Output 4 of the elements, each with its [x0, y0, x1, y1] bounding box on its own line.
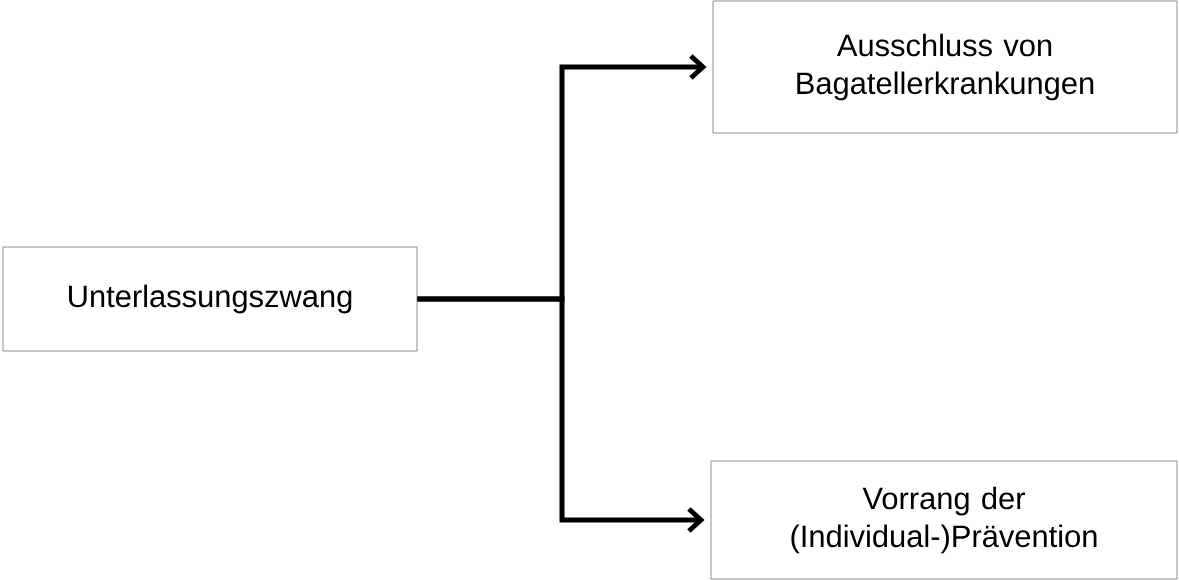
text-box: Vorrang der (Individual-)Prävention — [710, 460, 1178, 580]
text-box: Unterlassungszwang — [2, 246, 418, 352]
arrow — [417, 296, 705, 533]
text-box: Ausschluss von Bagatellerkrankungen — [712, 0, 1178, 134]
